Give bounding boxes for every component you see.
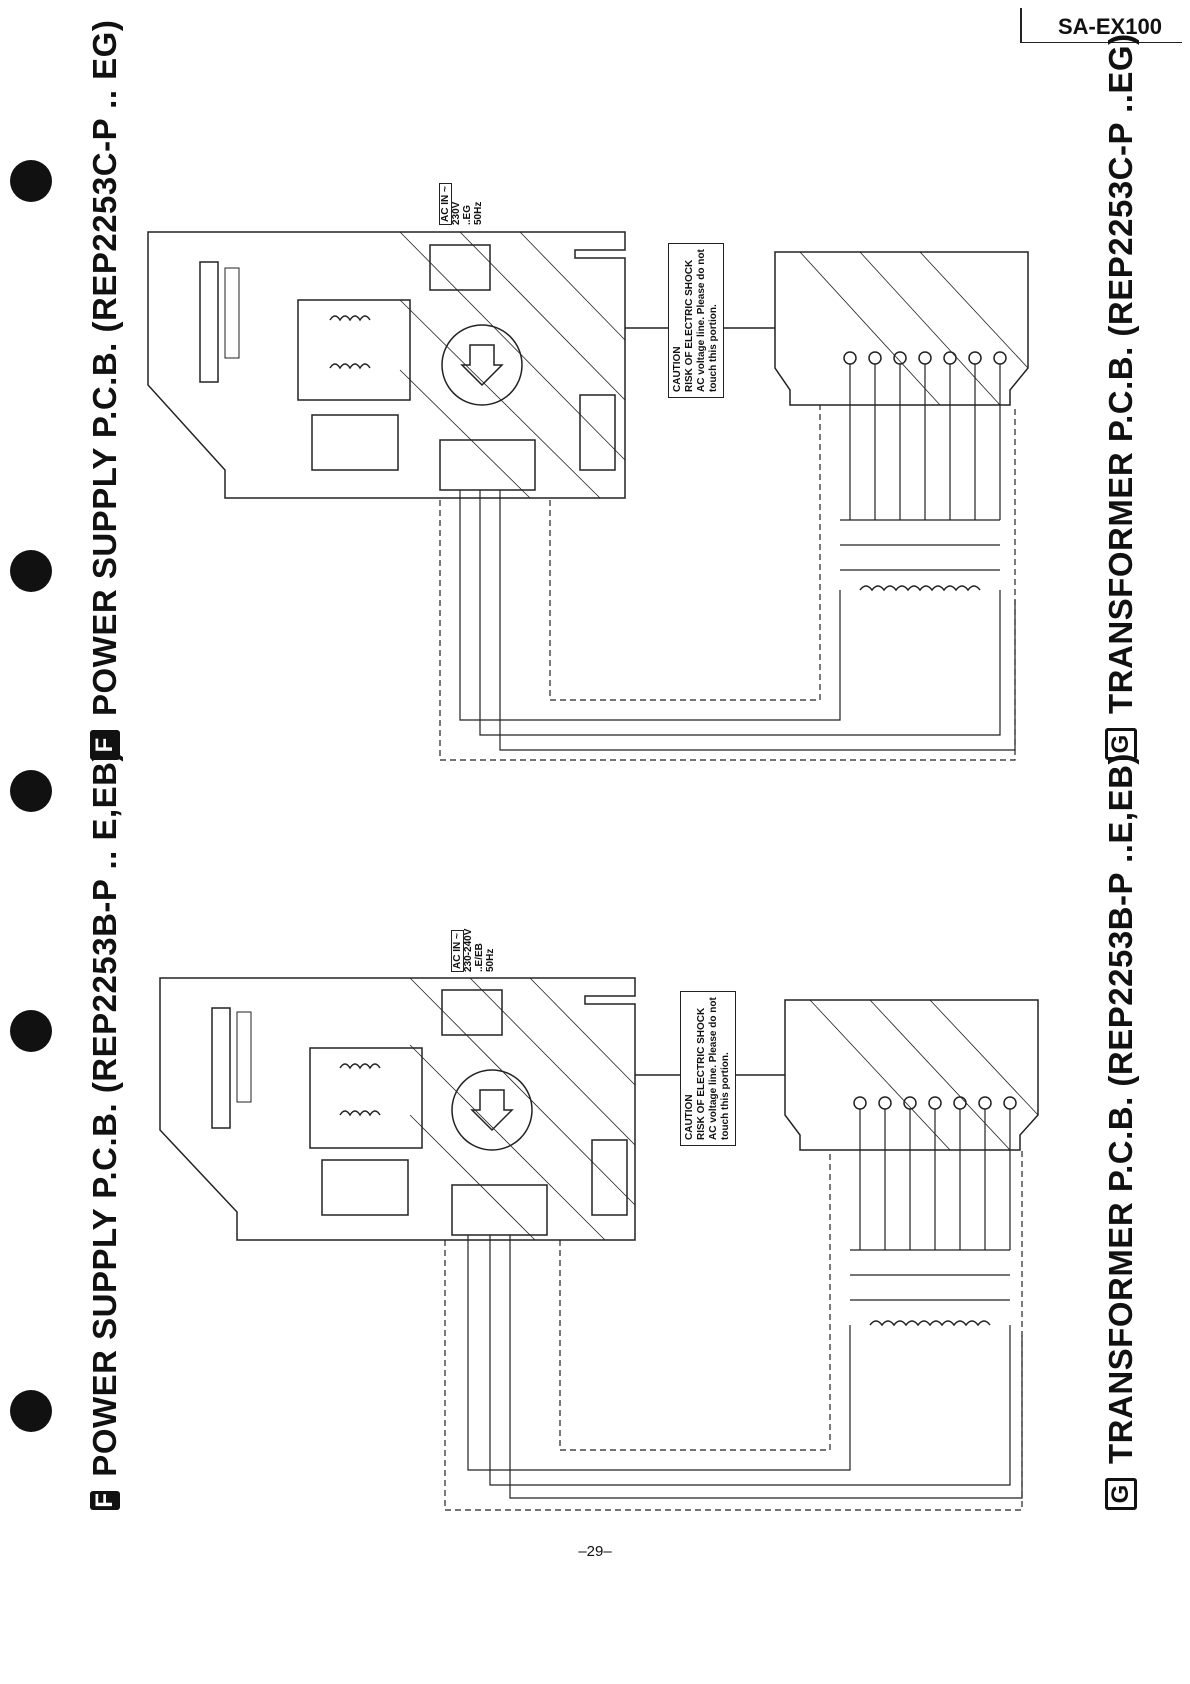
caution-line: touch this portion. <box>708 304 719 392</box>
ac-in-frequency: 50Hz <box>485 948 496 972</box>
connector-cn701 <box>451 1184 548 1236</box>
connector-cn701 <box>439 439 536 491</box>
binder-hole <box>10 1010 52 1052</box>
ac-in-frequency: 50Hz <box>473 201 484 225</box>
caution-line: touch this portion. <box>720 1052 731 1140</box>
binder-hole <box>10 160 52 202</box>
ic-block <box>199 261 219 383</box>
ac-in-region: ..E/EB <box>474 943 485 972</box>
relay-block <box>311 414 399 471</box>
transformer-terminals <box>853 1096 1017 1110</box>
ac-in-region: ..EG <box>462 204 473 225</box>
binder-hole <box>10 550 52 592</box>
ac-in-connector <box>441 989 503 1036</box>
caution-line: RISK OF ELECTRIC SHOCK <box>696 1007 707 1140</box>
ic-block <box>236 1011 252 1103</box>
page-number: –29– <box>578 1543 612 1560</box>
fuse-block <box>591 1139 628 1216</box>
ic-block <box>211 1007 231 1129</box>
power-supply-pcb-outline <box>159 977 636 1241</box>
ac-in-voltage: 230V <box>451 201 462 225</box>
transformer-pcb-outline <box>774 251 1029 406</box>
transformer-terminals <box>843 351 1007 365</box>
transformer-t751 <box>297 299 411 401</box>
ac-in-connector <box>429 244 491 291</box>
transformer-t751 <box>309 1047 423 1149</box>
power-supply-pcb-outline <box>147 231 626 499</box>
diagram-eg <box>147 231 1029 761</box>
ic-block <box>224 267 240 359</box>
caution-line: RISK OF ELECTRIC SHOCK <box>684 259 695 392</box>
relay-block <box>321 1159 409 1216</box>
ac-in-label-eeb: AC IN ~ 230-240V ..E/EB 50Hz <box>451 928 496 972</box>
caution-box-eeb: CAUTION RISK OF ELECTRIC SHOCK AC voltag… <box>680 991 736 1146</box>
model-number: SA-EX100 <box>1058 14 1162 39</box>
caution-box-eg: CAUTION RISK OF ELECTRIC SHOCK AC voltag… <box>668 243 724 398</box>
fuse-block <box>579 394 616 471</box>
binder-hole <box>10 1390 52 1432</box>
ac-in-label-eg: AC IN ~ 230V ..EG 50Hz <box>439 183 484 225</box>
voltage-selector <box>441 324 523 406</box>
binder-hole <box>10 770 52 812</box>
diagram-eeb <box>159 977 1039 1511</box>
transformer-pcb-outline <box>784 999 1039 1151</box>
ac-in-voltage: 230-240V <box>463 928 474 972</box>
caution-line: CAUTION <box>684 1094 695 1140</box>
caution-line: AC voltage line. Please do not <box>708 997 719 1140</box>
voltage-selector <box>451 1069 533 1151</box>
caution-line: AC voltage line. Please do not <box>696 249 707 392</box>
model-number-box: SA-EX100 <box>1020 8 1182 43</box>
caution-line: CAUTION <box>672 346 683 392</box>
